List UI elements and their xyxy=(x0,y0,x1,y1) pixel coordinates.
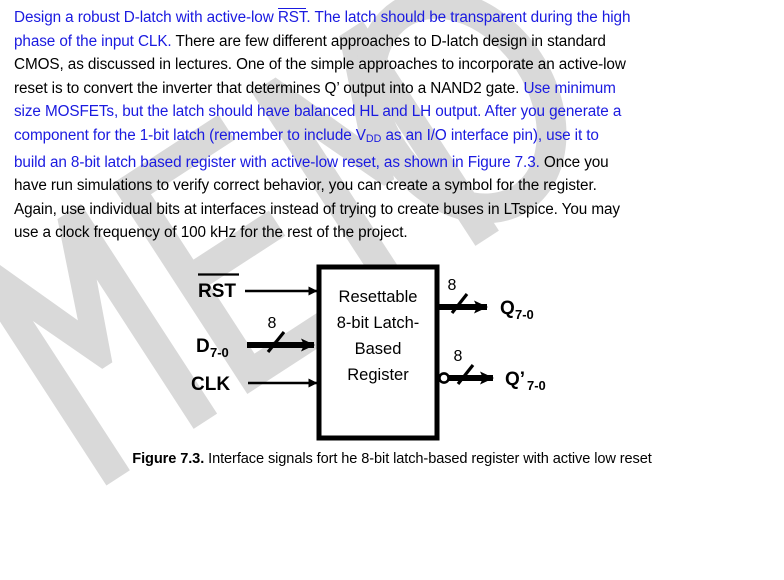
paragraph-line: Design a robust D-latch with active-low … xyxy=(14,6,770,30)
paragraph-line: Again, use individual bits at interfaces… xyxy=(14,198,770,222)
text-run: Once you xyxy=(539,153,609,171)
d-label-subscript: 7-0 xyxy=(210,345,229,360)
rst-label: RST xyxy=(198,281,236,302)
text-run: reset is to convert the inverter that de… xyxy=(14,79,524,97)
text-run: use a clock frequency of 100 kHz for the… xyxy=(14,224,408,242)
figure-block-diagram: Resettable 8-bit Latch- Based Register R… xyxy=(0,252,784,448)
qbar-bus-width-label: 8 xyxy=(454,348,463,365)
text-run: phase of the input CLK. xyxy=(14,32,172,50)
text-run: DD xyxy=(365,132,382,145)
assignment-paragraph: Design a robust D-latch with active-low … xyxy=(14,6,770,245)
figure-caption-number: Figure 7.3. xyxy=(132,451,205,467)
q-bus-width-label: 8 xyxy=(448,277,457,294)
qbar-label-subscript: 7-0 xyxy=(527,378,546,393)
q-label-subscript: 7-0 xyxy=(515,307,534,322)
qbar-label: Q’ xyxy=(505,369,525,390)
text-run: Design a robust D-latch with active-low xyxy=(14,9,278,26)
input-port-rst: RST xyxy=(198,273,318,302)
q-label: Q xyxy=(500,298,515,319)
figure-caption-text: Interface signals fort he 8-bit latch-ba… xyxy=(204,451,652,467)
input-port-d: 8 D 7-0 xyxy=(196,315,315,360)
block-label-line-3: Register xyxy=(347,366,409,384)
q-bus-slash xyxy=(450,293,469,314)
output-port-qbar: 8 Q’ 7-0 xyxy=(438,348,546,393)
paragraph-line: component for the 1-bit latch (remember … xyxy=(14,124,770,151)
paragraph-line: reset is to convert the inverter that de… xyxy=(14,77,770,101)
text-run: as an I/O interface pin), use it to xyxy=(381,126,599,144)
text-run: have run simulations to verify correct b… xyxy=(14,177,597,195)
figure-caption: Figure 7.3. Interface signals fort he 8-… xyxy=(0,451,784,467)
block-label-line-0: Resettable xyxy=(339,288,418,306)
inversion-bubble-icon xyxy=(438,372,450,384)
input-port-clk: CLK xyxy=(191,374,318,395)
overlined-signal-name: RST xyxy=(277,8,307,26)
qbar-bus-slash xyxy=(456,364,475,385)
text-run: There are few different approaches to D-… xyxy=(171,32,606,50)
clk-label: CLK xyxy=(191,374,230,395)
paragraph-line: phase of the input CLK. There are few di… xyxy=(14,30,770,54)
paragraph-line: size MOSFETs, but the latch should have … xyxy=(14,100,770,124)
text-run: CMOS, as discussed in lectures. One of t… xyxy=(14,56,626,73)
text-run: build an 8-bit latch based register with… xyxy=(14,153,540,171)
d-label: D xyxy=(196,336,210,357)
paragraph-line: build an 8-bit latch based register with… xyxy=(14,151,770,175)
text-run: size MOSFETs, but the latch should have … xyxy=(14,103,622,120)
text-run: component for the 1-bit latch (remember … xyxy=(14,126,366,144)
block-label-line-2: Based xyxy=(355,340,402,358)
output-port-q: 8 Q 7-0 xyxy=(439,277,534,322)
d-bus-width-label: 8 xyxy=(268,315,277,332)
paragraph-line: CMOS, as discussed in lectures. One of t… xyxy=(14,53,770,77)
text-run: Use minimum xyxy=(523,79,616,97)
text-run: Again, use individual bits at interfaces… xyxy=(14,200,620,218)
block-diagram-svg: Resettable 8-bit Latch- Based Register R… xyxy=(191,264,546,441)
block-label-line-1: 8-bit Latch- xyxy=(337,314,420,332)
paragraph-line: have run simulations to verify correct b… xyxy=(14,174,770,198)
paragraph-line: use a clock frequency of 100 kHz for the… xyxy=(14,221,770,245)
text-run: . The latch should be transparent during… xyxy=(306,9,631,26)
